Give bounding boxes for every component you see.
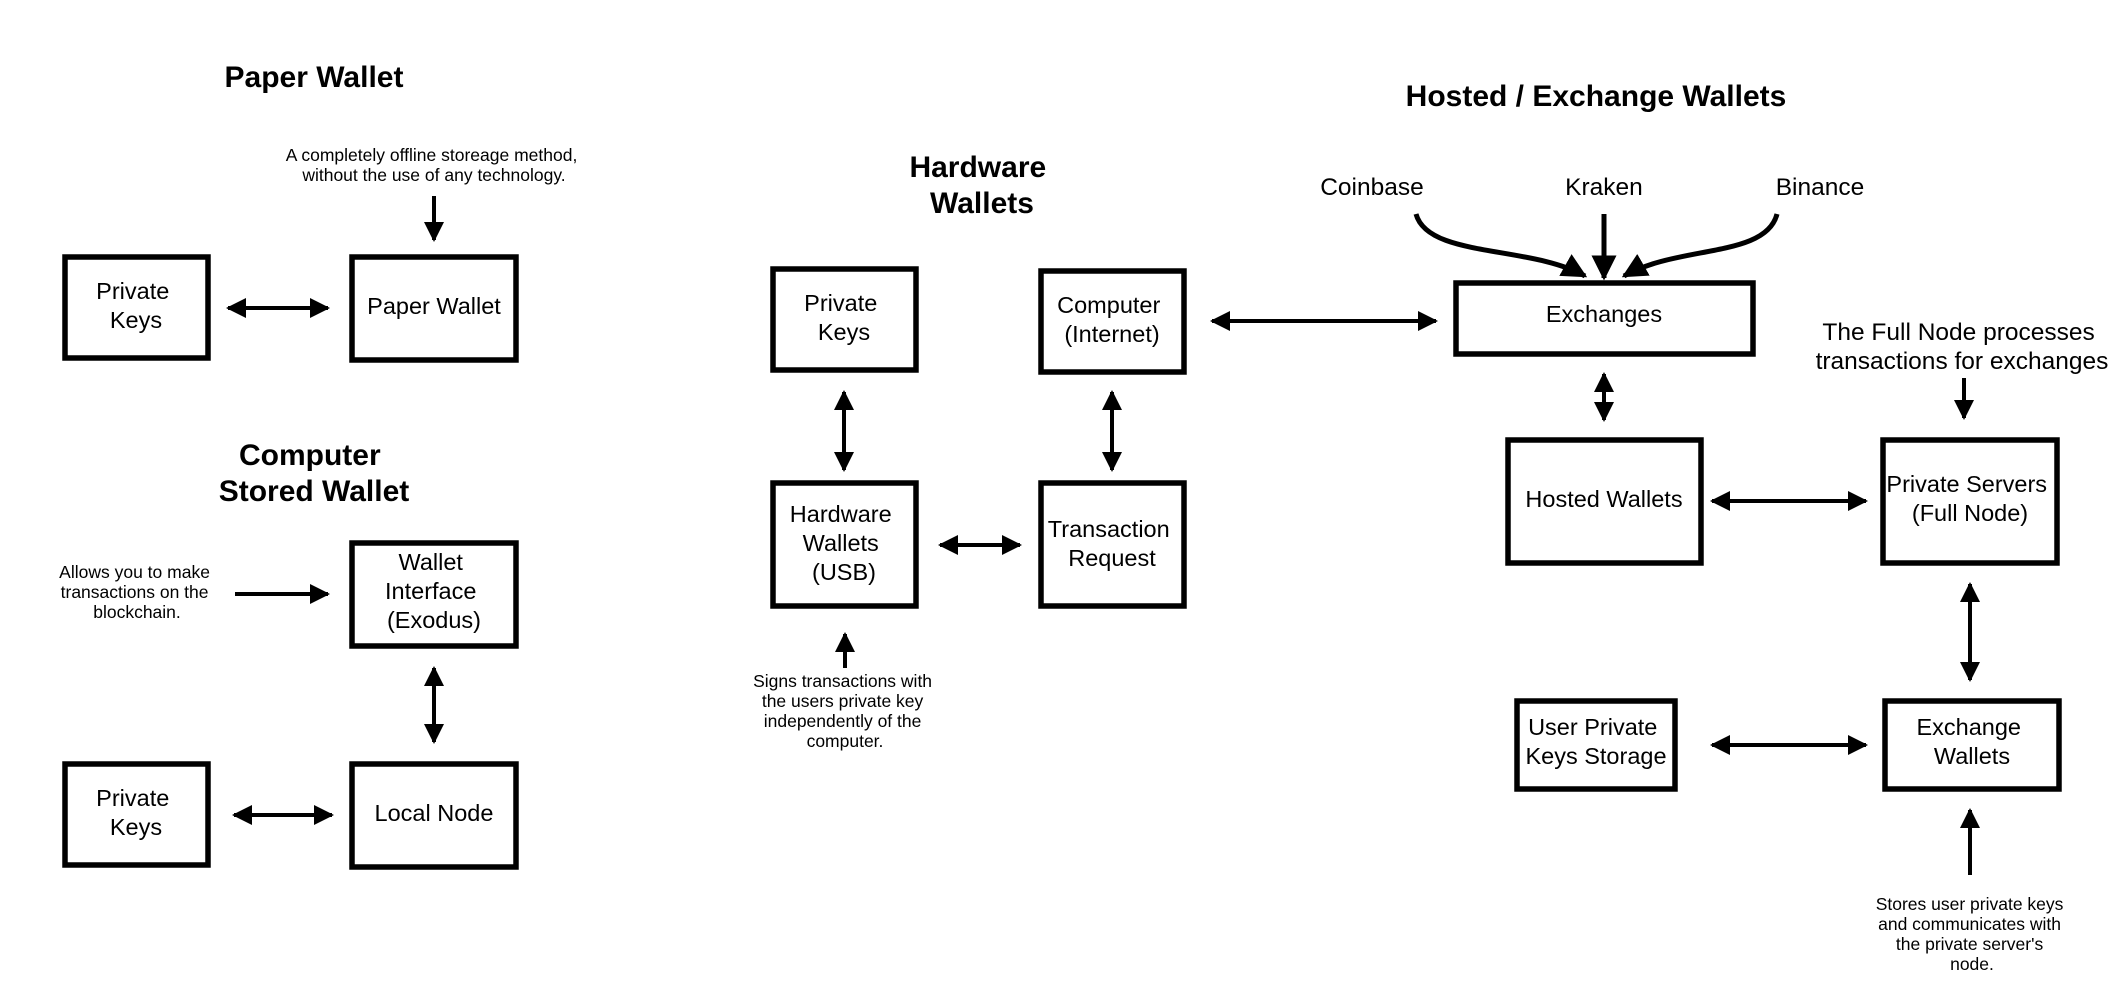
hosted-wallets-title: Hosted / Exchange Wallets [1406, 80, 1787, 113]
coinbase-exchanges-arrow [1413, 213, 1588, 279]
svg-text:Hosted Wallets: Hosted Wallets [1525, 486, 1682, 512]
paper-wallet-title: Paper Wallet [225, 61, 404, 94]
provider-kraken: Kraken [1565, 174, 1643, 201]
wallet-interface-node: Wallet Interface (Exodus) [349, 540, 519, 649]
svg-text:Transaction Request: Transaction Request [1048, 516, 1176, 571]
hardware-private-keys-node: Private Keys [770, 266, 919, 373]
svg-text:Hardware Wallets (: Hardware Wallets (USB) [790, 501, 898, 585]
computer-private-keys-node: Private Keys [62, 761, 211, 868]
hardware-wallets-usb-node: Hardware Wallets (USB) [770, 480, 919, 609]
svg-text:Private Keys: Private Keys [96, 785, 176, 840]
svg-text:Private Servers (Full No: Private Servers (Full Node) [1886, 471, 2053, 526]
exchange-wallets-node: Exchange Wallets [1882, 698, 2062, 792]
computer-wallet-note: Allows you to make transactions on the b… [59, 562, 215, 622]
provider-coinbase: Coinbase [1320, 174, 1424, 201]
hardware-wallets-title: Hardware Wallets [909, 151, 1054, 220]
svg-text:Private Keys: Private Keys [804, 290, 884, 345]
computer-internet-node: Computer (Internet) [1038, 268, 1187, 375]
local-node-node: Local Node [349, 761, 519, 870]
paper-wallet-node: Paper Wallet [349, 254, 519, 363]
user-private-keys-storage-node: User Private Keys Storage [1514, 698, 1678, 792]
private-servers-node: Private Servers (Full Node) [1880, 437, 2060, 566]
svg-text:Wallet Interface (: Wallet Interface (Exodus) [385, 549, 483, 633]
paper-wallet-note: A completely offline storeage method, wi… [286, 145, 582, 185]
exchange-wallets-note: Stores user private keys and communicate… [1876, 894, 2069, 974]
transaction-request-node: Transaction Request [1038, 480, 1187, 609]
computer-wallet-title: Computer Stored Wallet [219, 439, 410, 508]
svg-text:Paper Wallet: Paper Wallet [367, 293, 501, 319]
hosted-wallets-node: Hosted Wallets [1505, 437, 1704, 566]
svg-text:Private Keys: Private Keys [96, 278, 176, 333]
provider-binance: Binance [1776, 174, 1865, 201]
hardware-wallet-note: Signs transactions with the users privat… [753, 671, 937, 751]
svg-text:Exchange Wallets: Exchange Wallets [1916, 714, 2027, 769]
full-node-note: The Full Node processes transactions for… [1816, 319, 2109, 375]
binance-exchanges-arrow [1621, 213, 1780, 279]
svg-text:User Private Keys Storag: User Private Keys Storage [1525, 714, 1666, 769]
exchanges-node: Exchanges [1453, 280, 1756, 357]
svg-text:Computer (Internet): Computer (Internet) [1057, 292, 1167, 347]
paper-private-keys-node: Private Keys [62, 254, 211, 361]
svg-text:Local Node: Local Node [375, 800, 494, 826]
svg-text:Exchanges: Exchanges [1546, 301, 1662, 327]
